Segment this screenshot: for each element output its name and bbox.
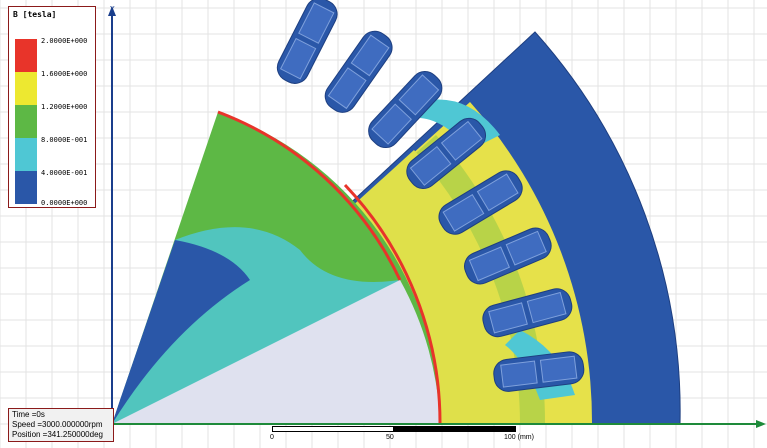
rotor-surface-edge xyxy=(217,110,402,281)
stator-bore-edge xyxy=(343,183,442,425)
slot-coil xyxy=(468,246,511,282)
scale-label-50: 50 xyxy=(386,434,394,441)
legend-tick-label: 1.2000E+000 xyxy=(41,103,88,111)
legend-tick-label: 2.0000E+000 xyxy=(41,37,88,45)
legend-tick-label: 0.0000E+000 xyxy=(41,199,88,207)
stator-slot xyxy=(482,288,573,338)
slot-coil xyxy=(526,291,567,324)
legend-swatch-lower xyxy=(15,138,37,171)
scale-segment-1 xyxy=(272,426,394,432)
legend-title: B [tesla] xyxy=(13,10,57,19)
slot-coil xyxy=(350,34,390,77)
slot-coil xyxy=(398,74,440,116)
legend-swatch-low xyxy=(15,171,37,204)
scale-segment-2 xyxy=(394,426,516,432)
scale-label-0: 0 xyxy=(270,434,274,441)
legend-tick-label: 1.6000E+000 xyxy=(41,70,88,78)
speed-readout: Speed =3000.000000rpm xyxy=(12,420,103,429)
y-axis-label: Y xyxy=(110,6,115,13)
slot-coil xyxy=(476,173,519,212)
x-axis-arrow xyxy=(756,420,766,428)
slot-coil xyxy=(409,146,452,186)
slot-coil xyxy=(500,360,538,388)
time-readout: Time =0s xyxy=(12,410,45,419)
scale-bar: 0 50 100 (mm) xyxy=(268,426,534,446)
slot-coil xyxy=(279,37,317,80)
simulation-info-box: Time =0s Speed =3000.000000rpm Position … xyxy=(8,408,114,442)
legend-swatch-upper xyxy=(15,72,37,105)
stator-slot xyxy=(463,227,552,285)
y-axis-arrow xyxy=(108,6,116,16)
stator-slot xyxy=(493,351,585,392)
stator-slot xyxy=(406,117,487,189)
slot-coil xyxy=(371,103,412,145)
slot-body xyxy=(324,30,393,113)
legend-swatch-high xyxy=(15,39,37,72)
stator-slot xyxy=(438,170,523,235)
stator-slot xyxy=(276,0,338,84)
slot-coil xyxy=(539,355,578,383)
slot-coil xyxy=(298,2,335,44)
flux-density-legend[interactable]: B [tesla] 2.0000E+000 1.6000E+000 1.2000… xyxy=(8,6,96,208)
rotor-shaft-region xyxy=(112,280,440,424)
position-readout: Position =341.250000deg xyxy=(12,430,103,439)
slot-coil xyxy=(505,230,547,266)
slot-coil xyxy=(442,193,485,232)
legend-swatch-mid xyxy=(15,105,37,138)
slot-coil xyxy=(440,120,483,161)
rotor-low-region xyxy=(112,240,250,424)
legend-tick-label: 8.0000E-001 xyxy=(41,136,88,144)
slot-coil xyxy=(488,302,528,334)
stator-slots xyxy=(276,0,585,392)
slot-coil xyxy=(327,67,367,110)
scale-label-100: 100 (mm) xyxy=(504,434,534,441)
legend-tick-label: 4.0000E-001 xyxy=(41,169,88,177)
stator-slot xyxy=(324,30,393,113)
stator-slot xyxy=(368,70,443,149)
